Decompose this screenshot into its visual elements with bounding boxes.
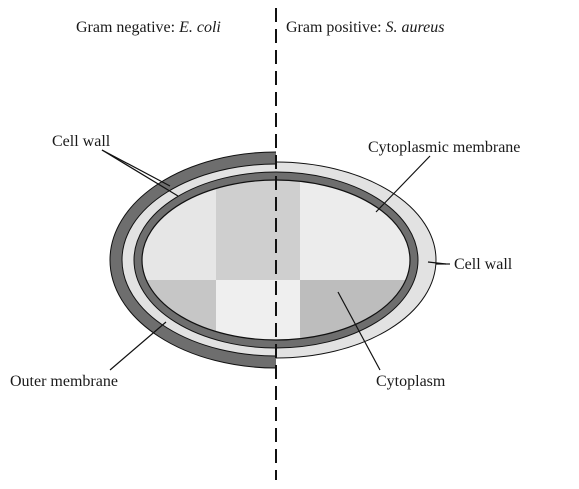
gram-negative-prefix: Gram negative: xyxy=(76,19,179,36)
gram-positive-species: S. aureus xyxy=(386,19,445,36)
label-cytoplasmic-membrane: Cytoplasmic membrane xyxy=(368,139,520,156)
gram-negative-heading: Gram negative: E. coli xyxy=(76,19,221,36)
label-cell-wall-right: Cell wall xyxy=(454,256,513,273)
label-outer-membrane: Outer membrane xyxy=(10,373,118,390)
label-cytoplasm: Cytoplasm xyxy=(376,373,446,390)
label-cell-wall-left: Cell wall xyxy=(52,133,111,150)
gram-negative-species: E. coli xyxy=(178,19,221,36)
gram-positive-prefix: Gram positive: xyxy=(286,19,386,36)
gram-positive-heading: Gram positive: S. aureus xyxy=(286,19,445,36)
